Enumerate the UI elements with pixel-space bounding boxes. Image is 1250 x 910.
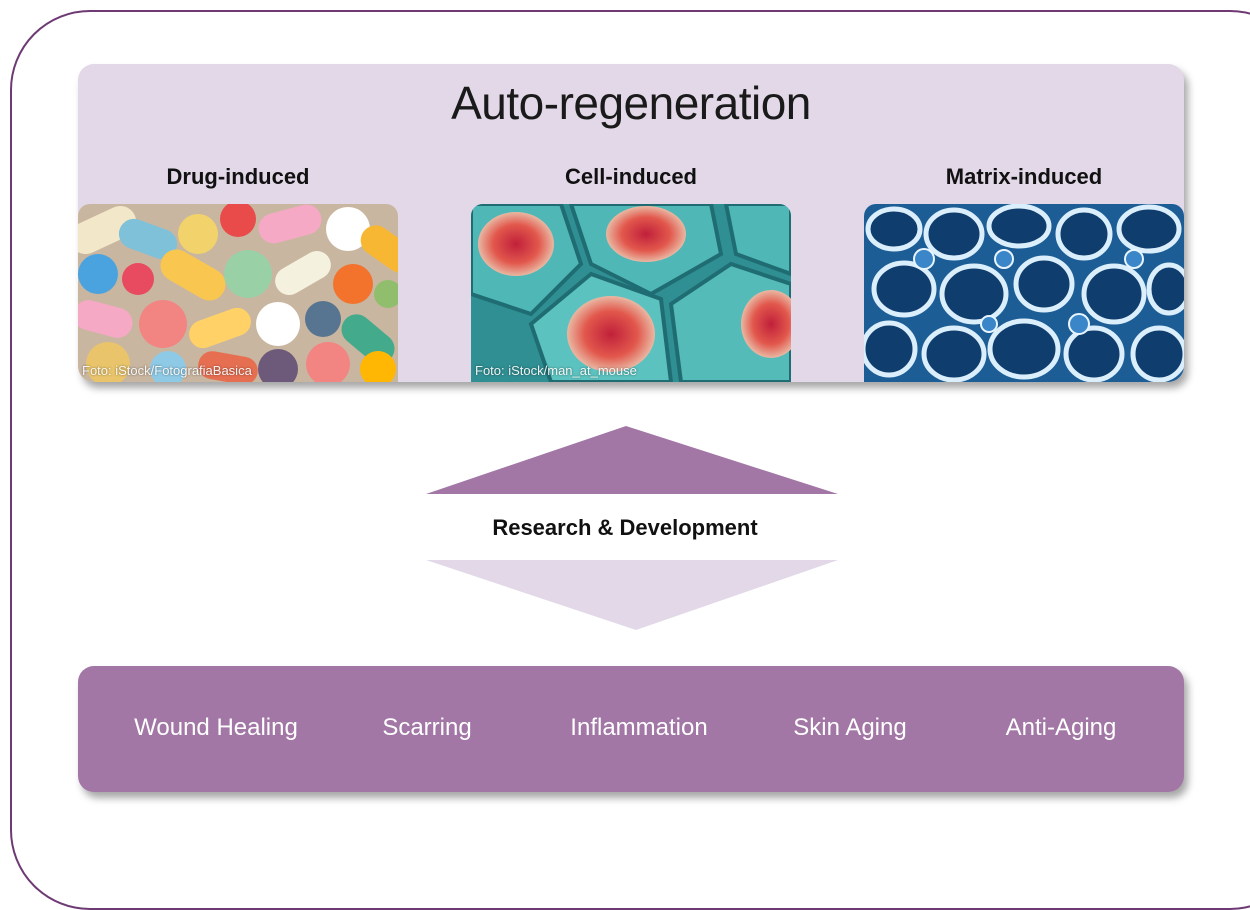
arrow-up-icon: [426, 426, 838, 494]
photo-credit: Foto: iStock/man_at_mouse: [475, 363, 637, 378]
column-title-cell: Cell-induced: [564, 164, 697, 189]
application-skin-aging: Skin Aging: [793, 714, 907, 741]
matrix-photo: [864, 204, 1184, 382]
pills-photo: Foto: iStock/FotografiaBasica: [78, 204, 398, 382]
arrow-down-icon: [426, 560, 838, 630]
main-title: Auto-regeneration: [451, 77, 811, 129]
applications-panel: Wound Healing Scarring Inflammation Skin…: [78, 666, 1184, 792]
auto-regeneration-panel: Auto-regeneration Drug-induced Cell-indu…: [78, 64, 1184, 382]
application-scarring: Scarring: [382, 714, 472, 741]
application-inflammation: Inflammation: [570, 714, 708, 741]
research-development-label: Research & Development: [492, 515, 758, 540]
column-title-matrix: Matrix-induced: [945, 164, 1103, 189]
photo-credit: Foto: iStock/FotografiaBasica: [82, 363, 252, 378]
application-wound-healing: Wound Healing: [134, 714, 298, 741]
cells-photo: Foto: iStock/man_at_mouse: [471, 204, 791, 382]
column-title-drug: Drug-induced: [166, 164, 310, 189]
application-anti-aging: Anti-Aging: [1005, 714, 1117, 741]
